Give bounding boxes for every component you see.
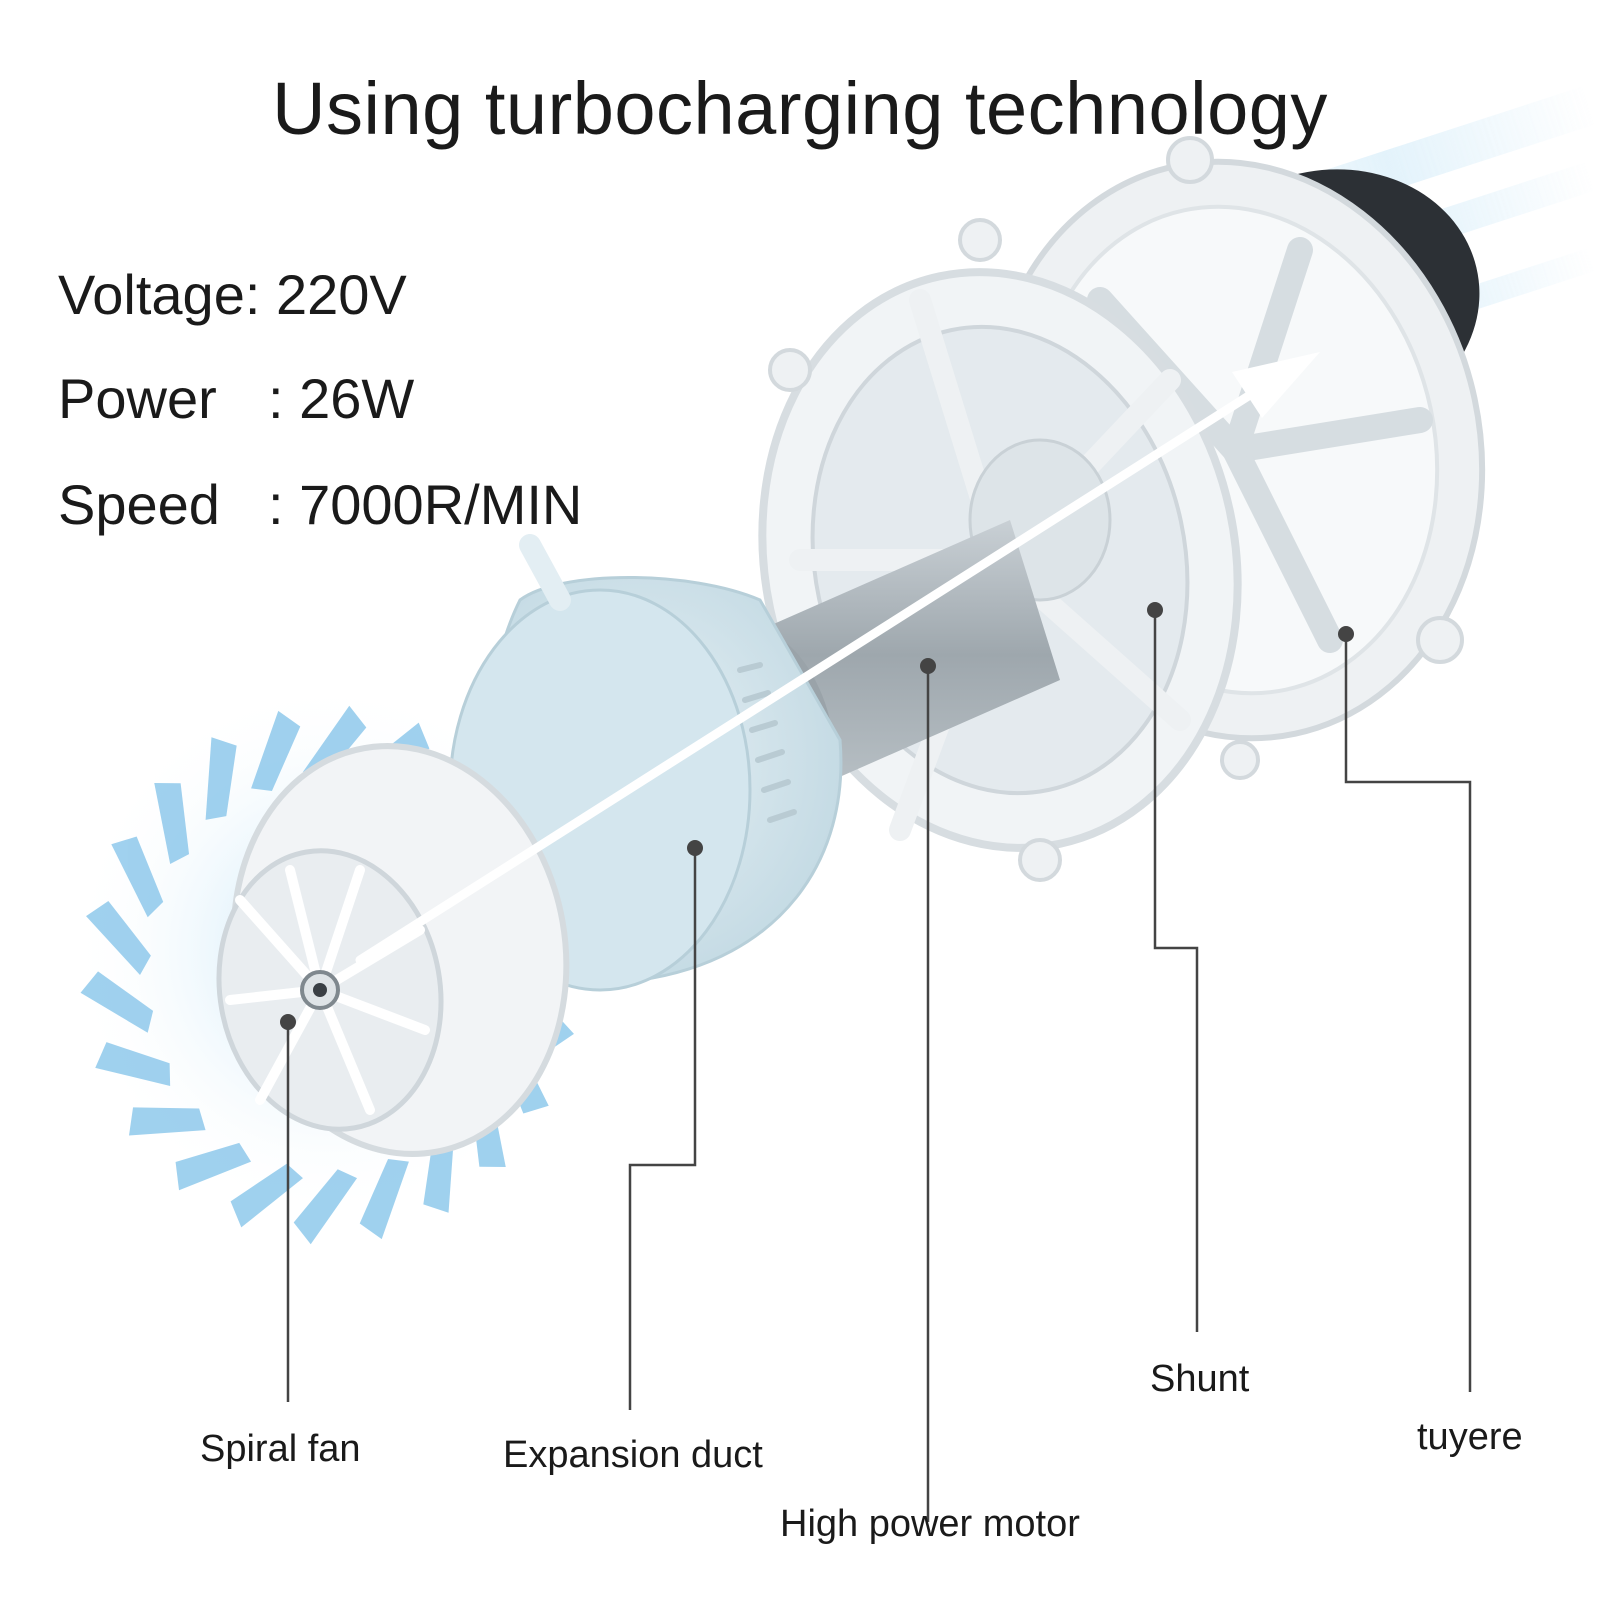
callout-high-power-motor: High power motor [780, 1503, 1080, 1545]
swirl-blade [111, 836, 164, 918]
swirl-blade [95, 1042, 171, 1086]
swirl-blade [293, 1169, 358, 1245]
spec-speed-value: 7000R/MIN [299, 473, 583, 536]
spec-voltage-label: Voltage [58, 263, 245, 326]
spec-voltage-value: 220V [275, 263, 407, 326]
callout-spiral-fan: Spiral fan [200, 1428, 361, 1470]
page-title: Using turbocharging technology [272, 67, 1328, 150]
spec-voltage: Voltage: 220V [58, 262, 407, 327]
spec-power-label: Power [58, 367, 217, 430]
spiral-fan-impeller [216, 743, 570, 1157]
airflow-arrow [355, 352, 1320, 965]
swirl-blade [251, 710, 301, 791]
spec-speed-separator: : [268, 473, 300, 536]
spec-power-separator: : [268, 367, 300, 430]
spec-power: Power: 26W [58, 366, 414, 431]
callout-shunt: Shunt [1150, 1358, 1250, 1400]
swirl-blade [128, 1107, 206, 1136]
swirl-blade [359, 1159, 409, 1240]
spec-speed: Speed: 7000R/MIN [58, 472, 582, 537]
spec-speed-label: Speed [58, 473, 220, 536]
callout-tuyere: tuyere [1417, 1416, 1523, 1458]
swirl-blade [86, 900, 151, 975]
leader-dots [280, 602, 1354, 1030]
swirl-blade [205, 737, 237, 820]
swirl-blade [230, 1163, 303, 1228]
callout-expansion-duct: Expansion duct [503, 1434, 763, 1476]
spec-voltage-separator: : [244, 263, 276, 326]
spec-power-value: 26W [299, 367, 415, 430]
swirl-blade [154, 782, 190, 865]
swirl-blade [80, 971, 154, 1033]
leader-lines [286, 610, 1472, 1522]
swirl-blade [175, 1142, 252, 1191]
